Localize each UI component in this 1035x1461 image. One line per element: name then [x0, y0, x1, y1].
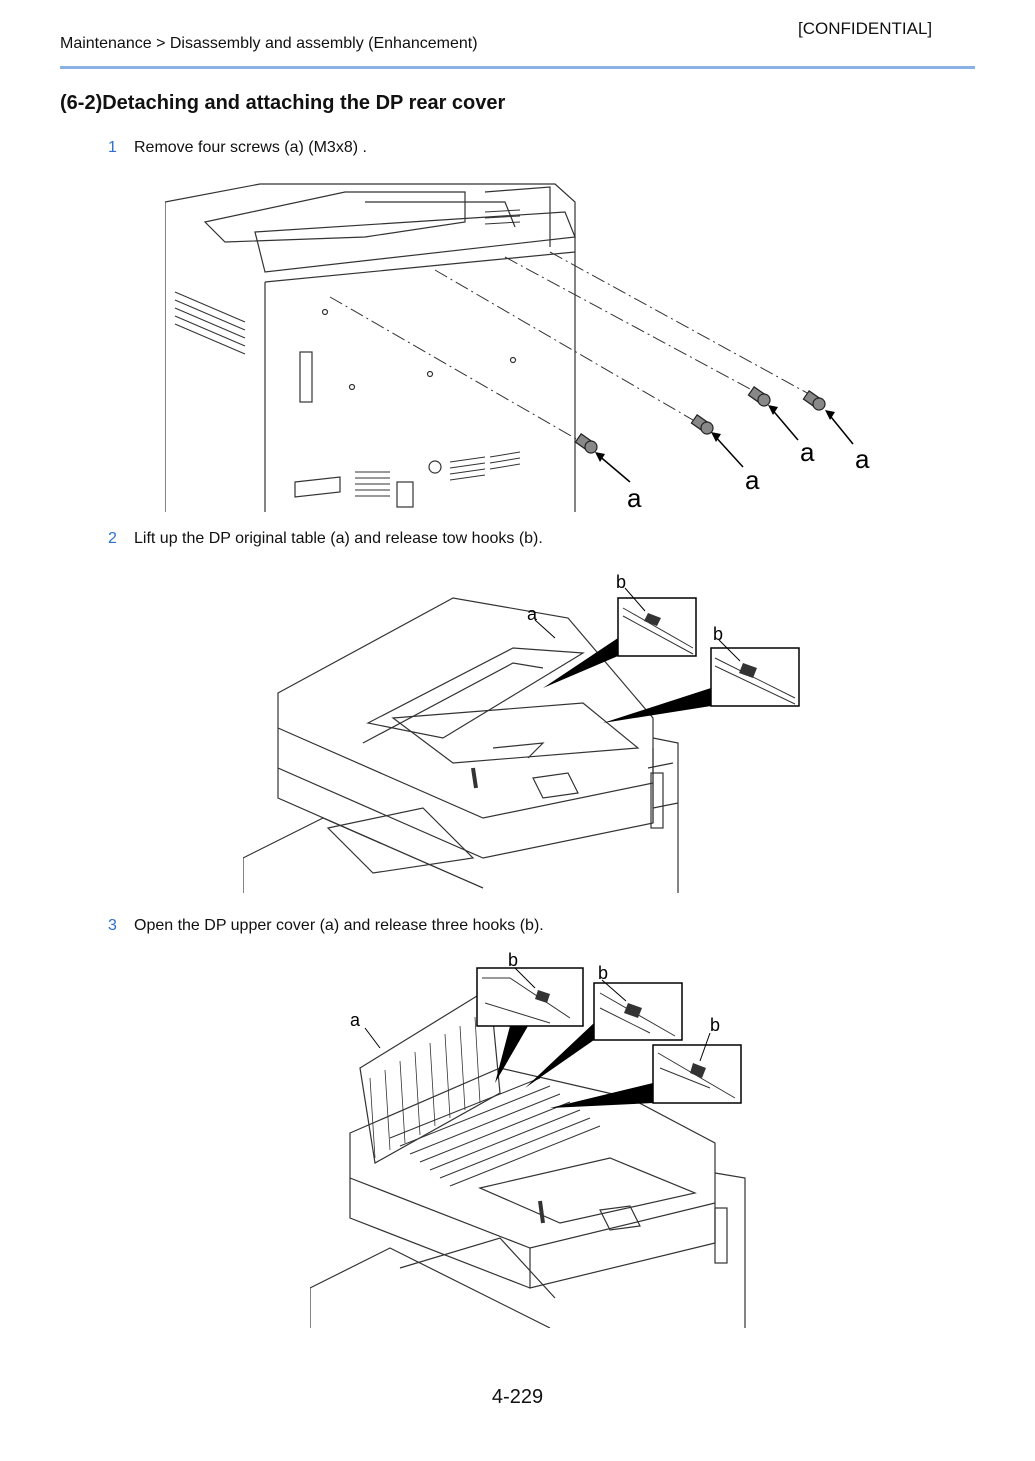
- figure-3-upper-cover-hooks: a b b b: [310, 948, 750, 1328]
- callout-a: a: [745, 465, 760, 495]
- breadcrumb: Maintenance > Disassembly and assembly (…: [60, 35, 478, 52]
- callout-b: b: [713, 624, 723, 644]
- confidential-label: [CONFIDENTIAL]: [798, 19, 933, 38]
- header-divider: [60, 66, 975, 69]
- step-number: 2: [108, 530, 117, 547]
- step-text: Lift up the DP original table (a) and re…: [134, 530, 543, 547]
- step-1: 1 Remove four screws (a) (M3x8) .: [108, 139, 367, 157]
- callout-a: a: [855, 444, 870, 474]
- callout-a: a: [527, 604, 538, 624]
- step-number: 3: [108, 917, 117, 934]
- step-text: Remove four screws (a) (M3x8) .: [134, 139, 367, 156]
- callout-b: b: [616, 572, 626, 592]
- section-title: (6-2)Detaching and attaching the DP rear…: [60, 92, 506, 114]
- callout-b: b: [508, 950, 518, 970]
- page-number: 4-229: [491, 1386, 544, 1408]
- step-number: 1: [108, 139, 117, 156]
- callout-a: a: [800, 437, 815, 467]
- callout-a: a: [627, 483, 642, 512]
- figure-2-original-table-hooks: a b b: [243, 568, 808, 893]
- callout-b: b: [710, 1015, 720, 1035]
- figure-1-rear-cover-screws: a a a a: [165, 182, 880, 512]
- callout-b: b: [598, 963, 608, 983]
- callout-a: a: [350, 1010, 361, 1030]
- step-3: 3 Open the DP upper cover (a) and release…: [108, 917, 544, 935]
- step-2: 2 Lift up the DP original table (a) and r…: [108, 530, 543, 548]
- step-text: Open the DP upper cover (a) and release …: [134, 917, 544, 934]
